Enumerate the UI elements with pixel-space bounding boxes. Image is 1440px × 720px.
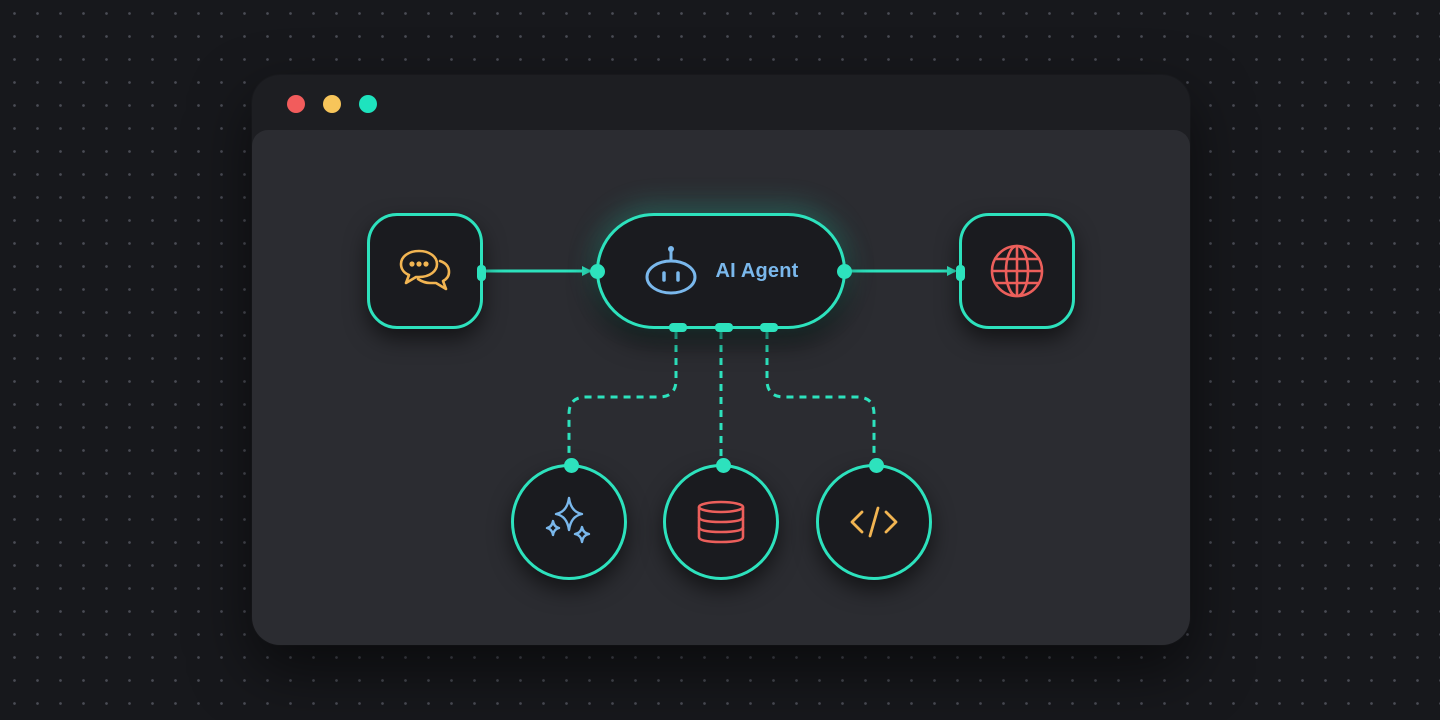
tool-node-database-port[interactable]: [716, 458, 731, 473]
input-node-out-port[interactable]: [477, 265, 486, 281]
chat-bubbles-icon: [399, 249, 451, 291]
agent-tool-port-1[interactable]: [669, 323, 687, 332]
agent-tool-port-3[interactable]: [760, 323, 778, 332]
agent-in-port[interactable]: [590, 264, 605, 279]
agent-tool-port-2[interactable]: [715, 323, 733, 332]
code-icon: [850, 506, 898, 538]
tool-node-code-port[interactable]: [869, 458, 884, 473]
tool-node-database[interactable]: [663, 458, 779, 580]
output-node-web[interactable]: [956, 213, 1075, 329]
maximize-button[interactable]: [359, 95, 377, 113]
globe-icon: [990, 244, 1044, 298]
agent-out-port[interactable]: [837, 264, 852, 279]
agent-label: AI Agent: [715, 259, 799, 282]
tool-node-code[interactable]: [816, 458, 932, 580]
tool-node-ai-port[interactable]: [564, 458, 579, 473]
close-button[interactable]: [287, 95, 305, 113]
agent-to-code-line: [765, 332, 876, 465]
agent-node[interactable]: AI Agent: [590, 213, 852, 332]
robot-icon: [645, 246, 697, 295]
sparkles-icon: [545, 496, 591, 544]
database-icon: [697, 500, 745, 544]
output-node-in-port[interactable]: [956, 265, 965, 281]
tool-node-ai[interactable]: [511, 458, 627, 580]
agent-to-sparkles-line: [567, 332, 678, 465]
title-bar: [252, 75, 1190, 130]
input-node-chat[interactable]: [367, 213, 486, 329]
minimize-button[interactable]: [323, 95, 341, 113]
